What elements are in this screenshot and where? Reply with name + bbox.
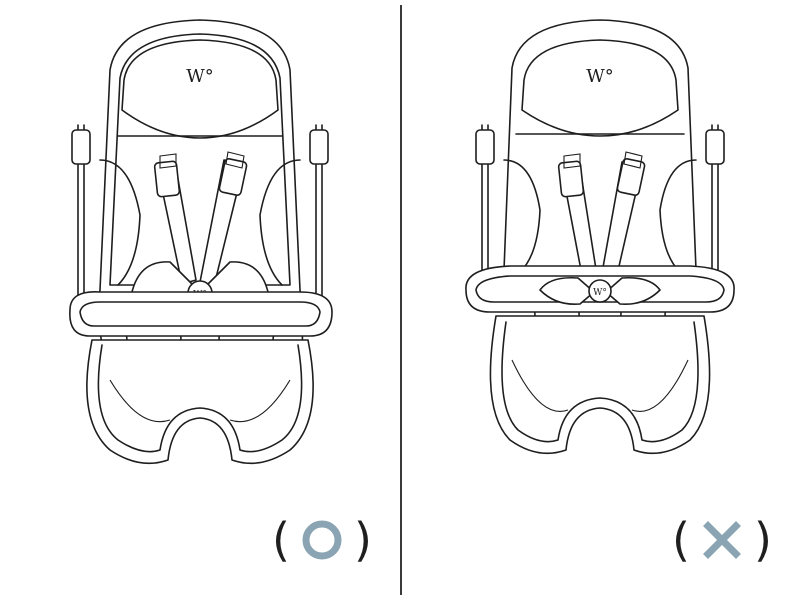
harness-buckle-area: W° [539, 276, 661, 306]
bolster-right [659, 159, 697, 273]
backrest-inner [109, 33, 291, 286]
paren-open: ( [272, 513, 290, 567]
headrest [121, 39, 279, 139]
buckle [588, 279, 612, 303]
brand-logo: W° [186, 66, 214, 87]
paren-open: ( [672, 513, 690, 567]
backrest-outer [503, 19, 697, 271]
panel-correct: W° W° [0, 0, 400, 600]
cross-icon [703, 521, 741, 559]
svg-text:W°: W° [593, 288, 607, 298]
harness-straps [557, 151, 646, 289]
paren-close: ) [353, 513, 372, 567]
seat-illustration-correct: W° W° [69, 19, 333, 465]
verdict-correct: ( ) [272, 505, 372, 575]
panel-divider [400, 5, 402, 595]
seat-illustration-incorrect: W° W° [465, 19, 735, 455]
headrest [521, 39, 679, 137]
brand-logo: W° [586, 66, 614, 87]
bolster-right [259, 159, 301, 286]
bolster-left [503, 159, 541, 273]
verdict-incorrect: ( ) [672, 505, 772, 575]
bumper-bar [69, 291, 333, 337]
leg-rest [86, 339, 314, 465]
circle-icon [302, 520, 342, 560]
bolster-left [99, 159, 141, 286]
leg-rest [489, 315, 711, 455]
paren-close: ) [753, 513, 772, 567]
panel-incorrect: W° W° [400, 0, 800, 600]
